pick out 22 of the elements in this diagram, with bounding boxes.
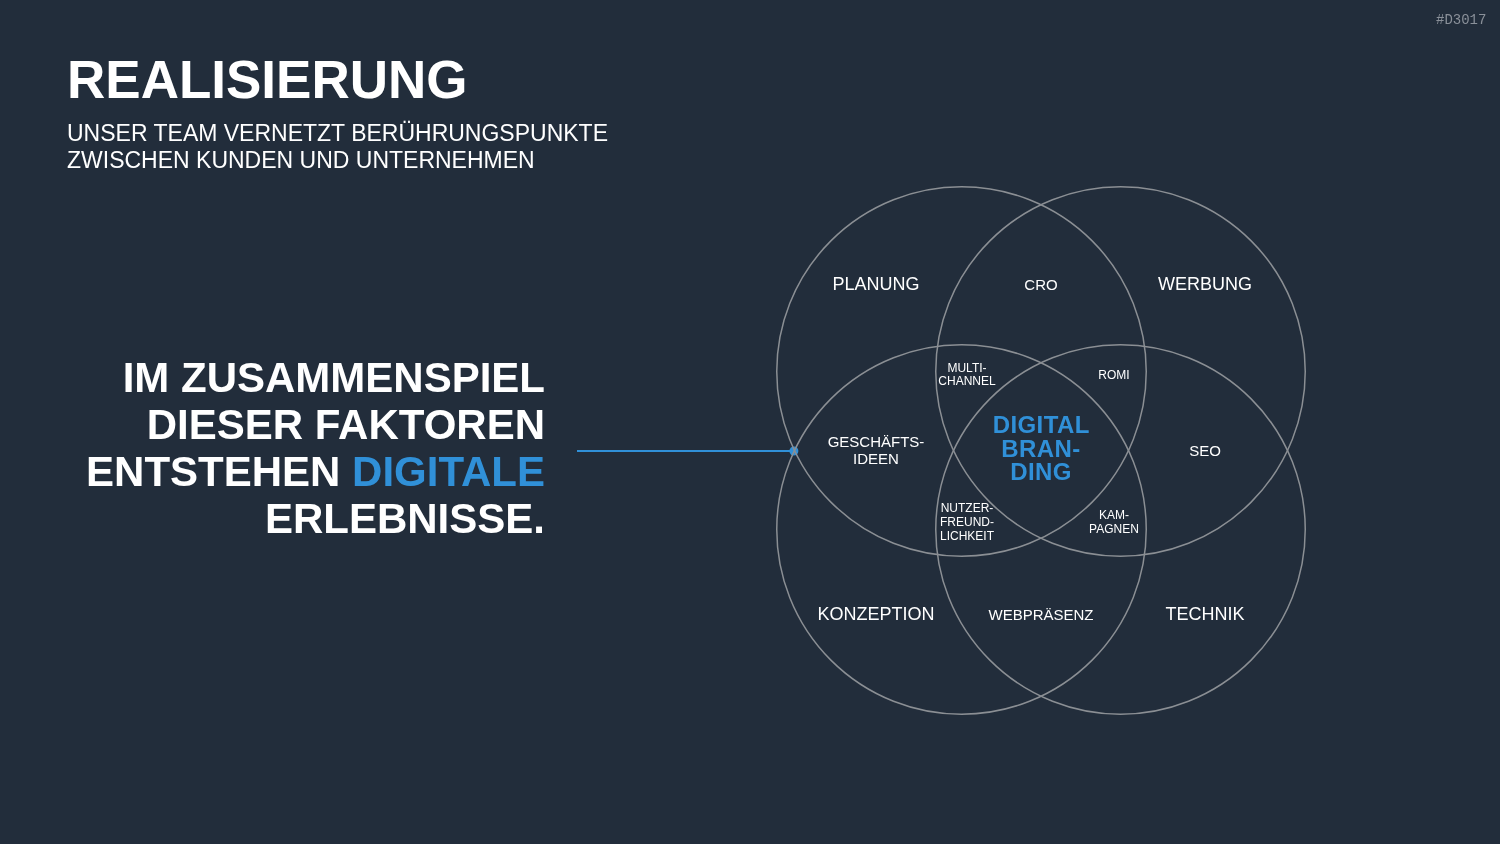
overlap-label: MULTI- CHANNEL bbox=[938, 361, 996, 390]
leader-line bbox=[576, 446, 799, 456]
subtitle: UNSER TEAM VERNETZT BERÜHRUNGSPUNKTE ZWISCHEN KUNDEN UND UNTERNEHMEN bbox=[67, 119, 609, 174]
overlap-label: SEO bbox=[1189, 441, 1221, 458]
venn-circle bbox=[776, 343, 1147, 715]
slide-title: REALISIERUNG bbox=[67, 53, 468, 106]
overlap-label: CRO bbox=[1024, 275, 1058, 293]
overlap-label: KAM- PAGNEN bbox=[1089, 509, 1139, 537]
venn-circle bbox=[935, 343, 1306, 715]
venn-circle bbox=[776, 186, 1147, 557]
overlap-label: ROMI bbox=[1098, 369, 1130, 383]
venn-circle bbox=[935, 186, 1306, 557]
overlap-label: WEBPRÄSENZ bbox=[988, 605, 1094, 623]
circle-label: PLANUNG bbox=[832, 273, 920, 295]
statement-text: IM ZUSAMMENSPIEL DIESER FAKTOREN ENTSTEHEN DIGITALE ERLEBNISSE. bbox=[85, 354, 545, 542]
slide-code: #D3017 bbox=[1436, 11, 1487, 29]
circle-label: KONZEPTION bbox=[817, 603, 935, 625]
overlap-label: NUTZER- FREUND- LICHKEIT bbox=[940, 502, 994, 544]
center-label: DIGITAL BRAN- DING bbox=[992, 412, 1090, 484]
circle-label: TECHNIK bbox=[1165, 603, 1245, 625]
circle-label: WERBUNG bbox=[1158, 273, 1252, 295]
overlap-label: GESCHÄFTS- IDEEN bbox=[827, 432, 925, 467]
